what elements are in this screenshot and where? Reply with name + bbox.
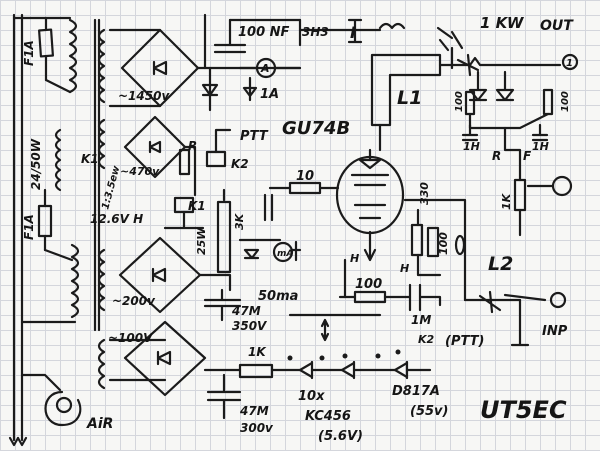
- low-bridge: [108, 320, 207, 397]
- c-1m-label: 1M: [411, 313, 431, 327]
- ptt-label-2: (PTT): [445, 334, 484, 349]
- cap-350v-label: 350V: [232, 319, 268, 333]
- fuse-top: [38, 16, 54, 82]
- r-label: R: [188, 139, 197, 153]
- v200-label: ~200v: [112, 294, 156, 308]
- heater-label: 12.6V H: [90, 212, 143, 226]
- screen-cap: [203, 288, 242, 322]
- c-1h-a-label: 1H: [463, 140, 480, 153]
- hv-diode: [201, 66, 219, 112]
- grid-r-label: 10: [296, 169, 314, 184]
- res-3k-label: 3K: [233, 212, 246, 230]
- low-secondary: [97, 338, 106, 390]
- fuse-mid-label: F1A: [22, 214, 36, 240]
- v1450-label: ~1450v: [118, 89, 170, 103]
- hv-cap: [203, 13, 302, 70]
- fuse-mid: [37, 188, 53, 252]
- cathode-resistor: [338, 258, 442, 312]
- l1-label: L1: [397, 87, 422, 109]
- hv-choke: [298, 18, 406, 44]
- zener-chain: [287, 349, 432, 380]
- relay-k1: [163, 196, 205, 230]
- h-mark: H: [350, 252, 359, 265]
- mains-transformer: [43, 18, 101, 332]
- c-1h-b-label: 1H: [532, 140, 549, 153]
- meter-1a-label: 1A: [260, 87, 279, 102]
- tube-label: GU74B: [282, 118, 350, 139]
- plate-choke-l1: [370, 53, 442, 152]
- hv-choke-label: 3H3: [302, 25, 329, 39]
- air-label: AiR: [86, 416, 113, 432]
- v100-label: ~100V: [108, 331, 154, 345]
- inp-label: INP: [542, 324, 568, 339]
- k1-top-label: K1: [81, 152, 99, 166]
- cap-330-label: 330: [418, 182, 431, 205]
- res-25w-label: 25W: [195, 227, 208, 255]
- coax-cable: [288, 313, 382, 342]
- k2-label: K2: [231, 157, 249, 171]
- diodes-label: 10x: [298, 389, 325, 404]
- pin-1-label: 1: [566, 58, 573, 69]
- bias-resistor: [178, 148, 191, 176]
- v470-label: ~470v: [120, 165, 160, 178]
- kc456-label: KC456: [305, 409, 351, 424]
- bias-bridge: [123, 115, 197, 197]
- screen-bridge: [118, 236, 232, 314]
- rf-meter: [526, 175, 573, 197]
- k1-label: K1: [188, 199, 206, 213]
- rf-sense-network: [461, 70, 554, 237]
- d817v-label: (55v): [410, 404, 448, 419]
- bias-secondary: [97, 118, 106, 170]
- grid-resistor: [263, 181, 340, 222]
- r-1k-label: 1K: [248, 345, 267, 359]
- ma50-label: 50ma: [258, 289, 298, 304]
- meter-a-label: A: [260, 62, 270, 75]
- fuse-top-label: F1A: [22, 40, 36, 66]
- air-fan: [20, 373, 82, 427]
- cap-47m-bot-label: 47M: [239, 404, 269, 418]
- cathode-r-label: 100: [355, 277, 382, 292]
- mains-rails: [8, 13, 77, 447]
- low-cap: [206, 373, 242, 420]
- ptt-label: PTT: [240, 129, 269, 144]
- out-label: OUT: [540, 18, 574, 34]
- input-l2: [454, 234, 567, 347]
- f-pin-label: F: [523, 149, 532, 163]
- h-mark-2: H: [400, 262, 409, 275]
- r-pin-label: R: [492, 149, 501, 163]
- c-1k-in-label: 1K: [500, 192, 513, 210]
- meter-sym-label: mA: [277, 249, 293, 259]
- d817-label: D817A: [392, 384, 440, 399]
- output-line: [438, 53, 579, 77]
- tank-cap-top: [436, 26, 464, 70]
- ammeter: [238, 57, 302, 102]
- k2-bottom-label: K2: [418, 333, 435, 346]
- pin-100b-label: 100: [560, 91, 571, 112]
- callsign-label: UT5EC: [480, 396, 567, 424]
- tube-gu74b: [335, 148, 405, 235]
- res-100x-label: 100: [437, 232, 450, 255]
- pin-100a-label: 100: [454, 91, 465, 112]
- low-resistor: [203, 363, 302, 379]
- cap-47m-top-label: 47M: [231, 304, 261, 318]
- kc456v-label: (5.6V): [318, 429, 363, 444]
- relay-k2: [205, 128, 232, 168]
- transformer-label: 24/50W: [29, 138, 43, 190]
- l2-label: L2: [488, 253, 513, 275]
- screen-secondary: [97, 248, 106, 312]
- cathode-network: [363, 198, 467, 302]
- hv-secondary: [97, 28, 106, 104]
- ground-sym-label: I: [350, 23, 356, 42]
- power-label: 1 KW: [480, 14, 525, 32]
- screen-regulator: [216, 188, 302, 274]
- hv-cap-label: 100 NF: [238, 25, 290, 40]
- cap-300v-label: 300v: [240, 421, 274, 435]
